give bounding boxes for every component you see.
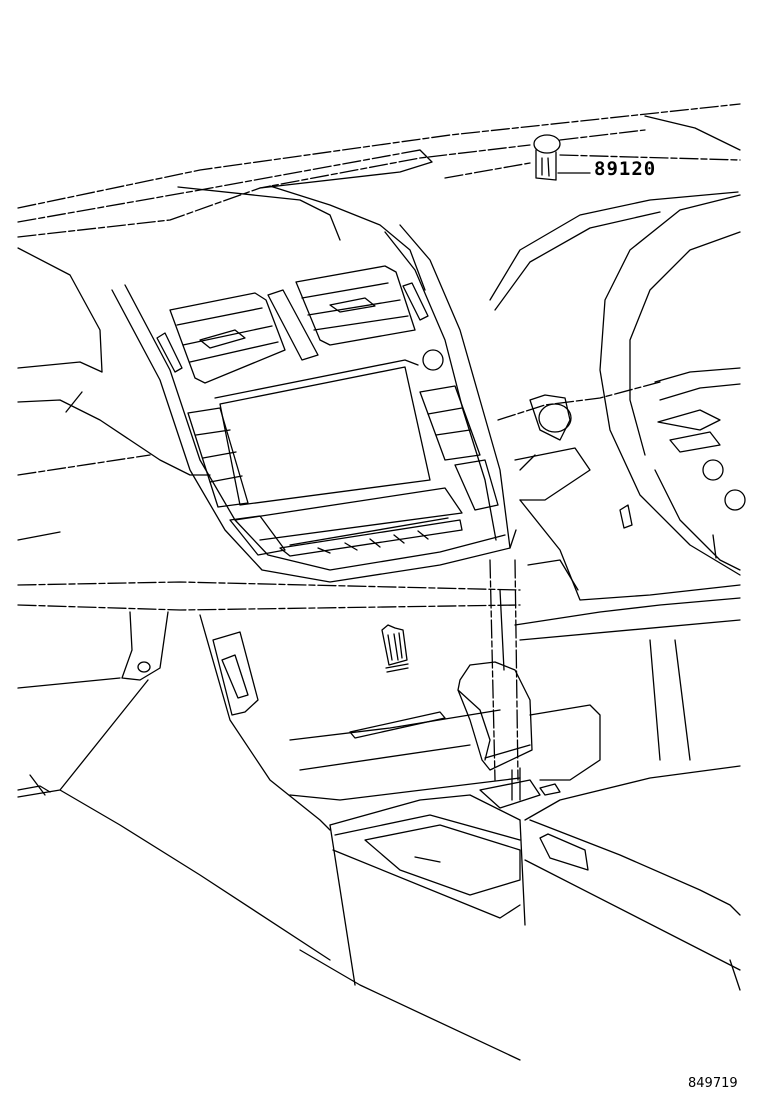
air-vent-right: [267, 265, 429, 361]
screen-buttons-bottom: [229, 515, 449, 556]
screen-buttons-right: [419, 385, 499, 511]
navigation-screen: [214, 359, 463, 557]
shift-knob: [457, 661, 601, 809]
dashboard-top: [17, 103, 741, 291]
steering-wheel: [489, 191, 746, 576]
center-console: [299, 794, 526, 1061]
center-stack: [111, 224, 517, 583]
screen-buttons-left: [187, 407, 249, 508]
lower-center-panel: [199, 614, 521, 831]
armrest: [524, 765, 741, 991]
hazard-button-icon: [422, 349, 444, 371]
lower-right-dash: [489, 499, 741, 781]
instrument-hood: [497, 381, 661, 501]
left-dashboard: [17, 247, 521, 961]
part-number-callout[interactable]: 89120: [594, 158, 657, 180]
emblem-icon: [381, 624, 409, 673]
air-vent-left: [156, 292, 286, 384]
sensor-part-89120[interactable]: [533, 134, 591, 181]
illustration-id: 849719: [688, 1076, 738, 1091]
